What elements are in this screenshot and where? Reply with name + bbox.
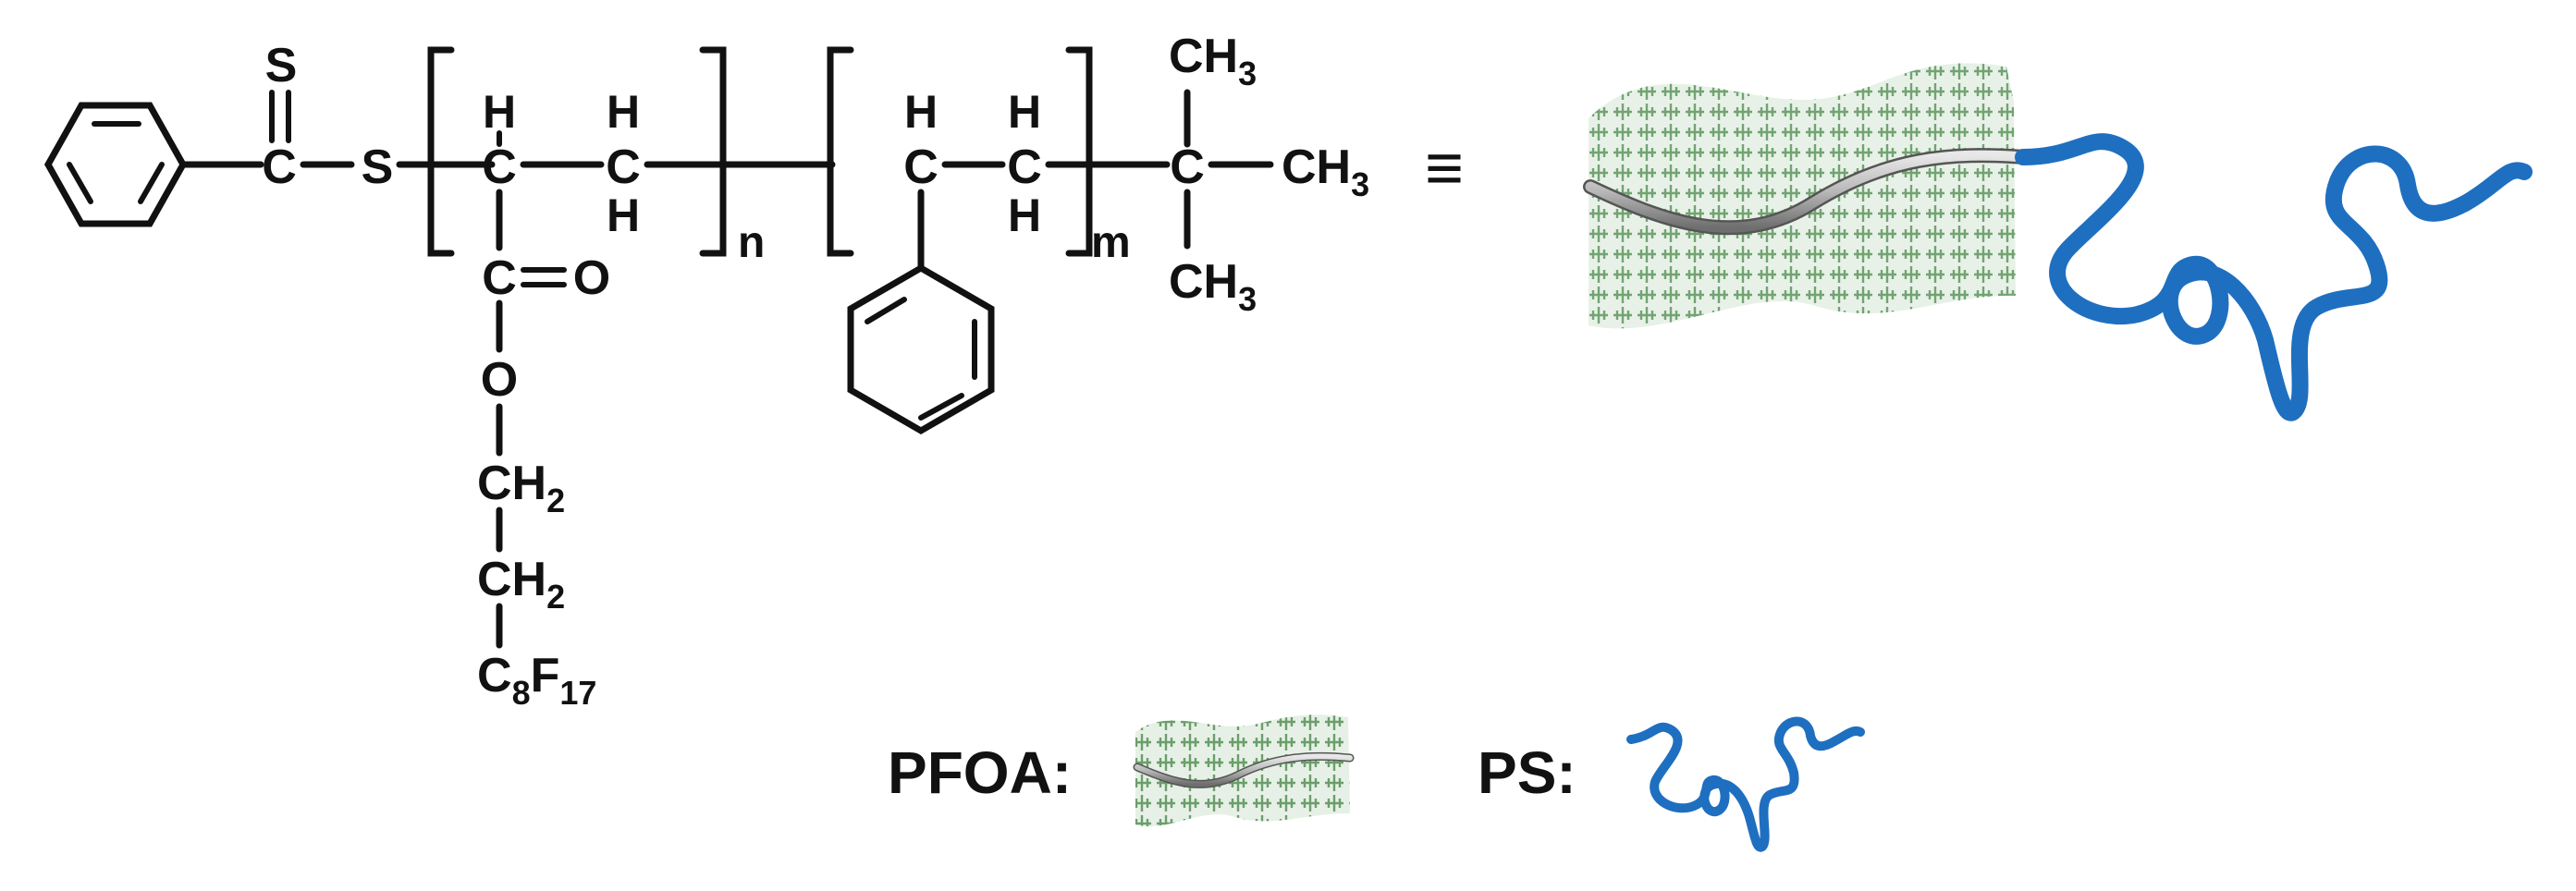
phenyl-ring-ps (847, 263, 995, 435)
pfoa-brush-cartoon-large (1583, 63, 2032, 329)
bracket-left-n (427, 46, 455, 257)
methyl-bottom: CH3 (1169, 255, 1257, 318)
alpha-carbon: C (482, 140, 517, 194)
phenyl-ring-left (43, 102, 188, 227)
ps-coil-cartoon-large (2015, 133, 2533, 421)
methyl-top: CH3 (1169, 30, 1257, 92)
legend-ps-swatch (1626, 716, 1865, 852)
legend-pfoa-swatch (1133, 714, 1355, 827)
thiocarbonyl-carbon: C (262, 140, 297, 194)
equivalence-symbol: ≡ (1425, 131, 1464, 205)
ps-alpha-carbon: C (903, 140, 938, 194)
tbutyl-quaternary-carbon: C (1170, 140, 1205, 194)
perfluorooctyl-group: C8F17 (477, 649, 596, 712)
ps-alpha-hydrogen: H (904, 86, 938, 138)
ps-beta-hydrogen-top: H (1008, 86, 1041, 138)
legend-ps-label: PS: (1478, 739, 1576, 806)
bracket-right-n (699, 46, 727, 257)
beta-carbon: C (606, 140, 641, 194)
bracket-left-m (827, 46, 854, 257)
methyl-right: CH3 (1282, 140, 1369, 203)
repeat-subscript-m: m (1091, 218, 1131, 267)
ps-beta-hydrogen-bottom: H (1008, 189, 1041, 241)
methylene-1: CH2 (477, 457, 565, 519)
thione-sulfur: S (265, 39, 298, 92)
carbonyl-oxygen: O (573, 251, 610, 305)
carbonyl-carbon: C (482, 251, 517, 305)
ester-oxygen: O (481, 353, 518, 407)
bracket-right-m (1065, 46, 1093, 257)
legend-pfoa-label: PFOA: (888, 739, 1072, 806)
beta-hydrogen-bottom: H (607, 189, 640, 241)
repeat-subscript-n: n (738, 218, 765, 267)
alpha-hydrogen: H (483, 86, 516, 138)
thioether-sulfur: S (362, 140, 394, 194)
methylene-2: CH2 (477, 553, 565, 616)
beta-hydrogen-top: H (607, 86, 640, 138)
ps-beta-carbon: C (1007, 140, 1042, 194)
